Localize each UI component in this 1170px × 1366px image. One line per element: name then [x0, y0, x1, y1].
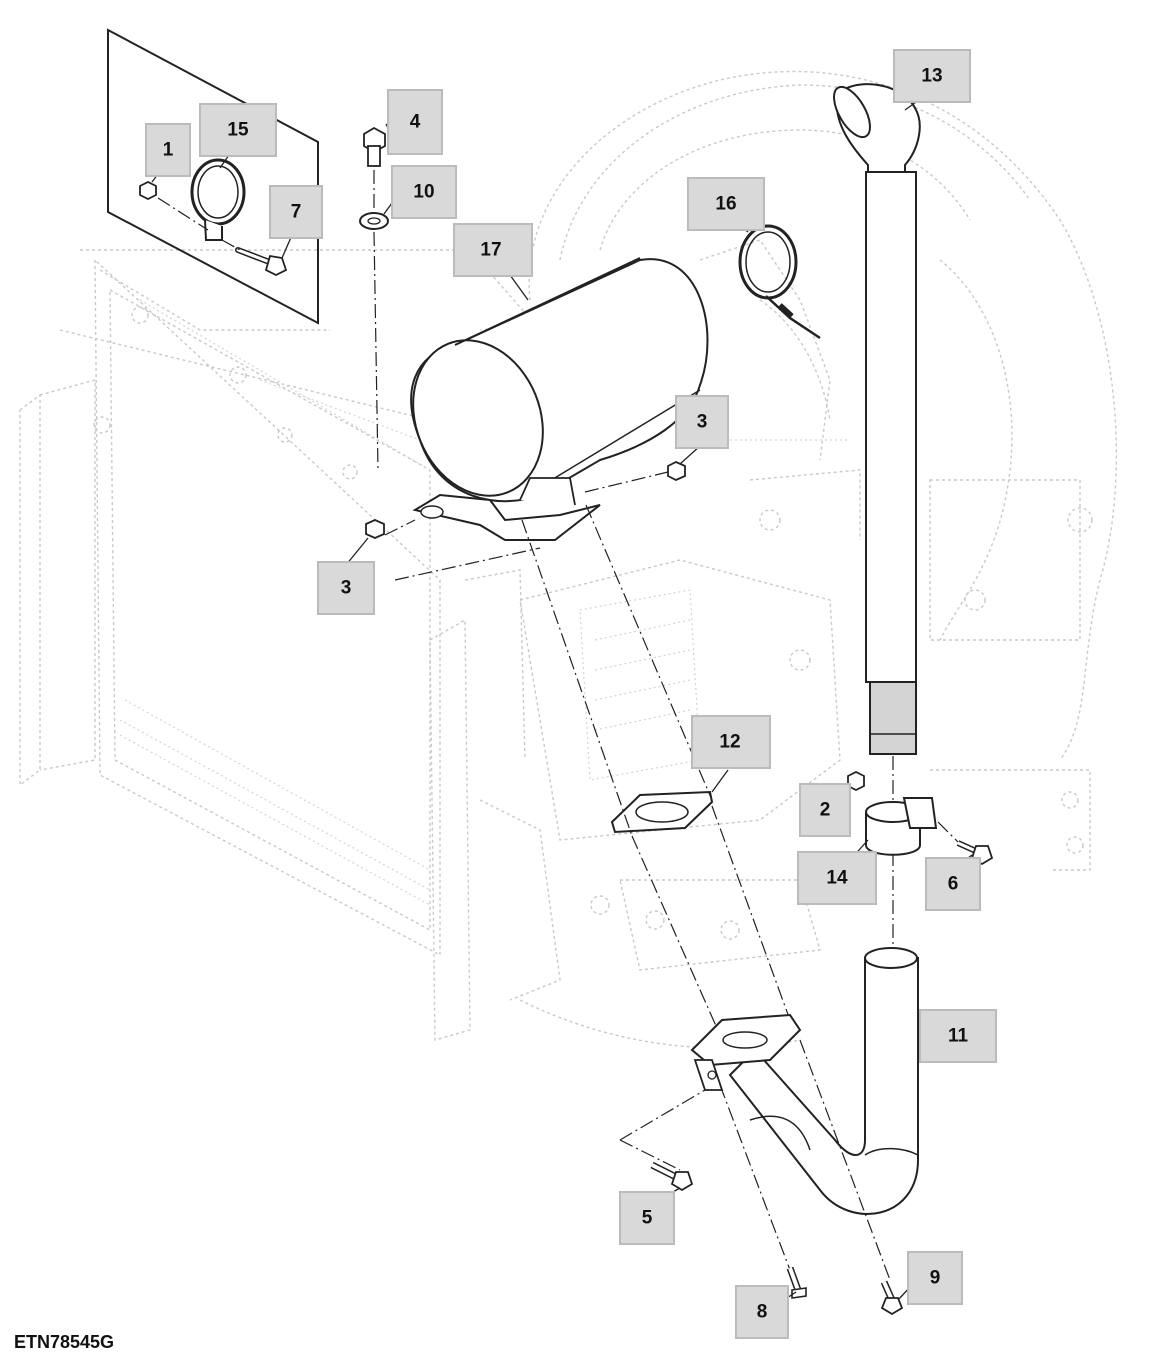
callout-8-label: 8 — [757, 1302, 768, 1323]
callout-17: 17 — [453, 223, 533, 277]
callout-11: 11 — [919, 1009, 997, 1063]
callout-3-left-label: 3 — [341, 578, 352, 599]
muffler-17-shape — [410, 257, 709, 541]
callout-13: 13 — [893, 49, 971, 103]
stack-pipe-13-shape — [833, 83, 931, 948]
callout-9: 9 — [907, 1251, 963, 1305]
callout-15-label: 15 — [227, 120, 249, 141]
callout-16-label: 16 — [715, 194, 736, 215]
callout-4: 4 — [387, 89, 443, 155]
callout-6: 6 — [925, 857, 981, 911]
inset-detail-box — [107, 28, 319, 325]
bolt-4-washer-10 — [359, 123, 401, 471]
nut-1-shape — [139, 180, 157, 201]
clamp-14-assembly — [829, 770, 994, 871]
callout-14-label: 14 — [826, 868, 848, 889]
callout-4-label: 4 — [410, 112, 421, 133]
clamp-16-shape — [723, 211, 821, 340]
callout-7: 7 — [269, 185, 323, 239]
callout-2-label: 2 — [820, 800, 831, 821]
callout-13-label: 13 — [921, 66, 942, 87]
callout-12-label: 12 — [719, 732, 740, 753]
callout-10: 10 — [391, 165, 457, 219]
callout-8: 8 — [735, 1285, 789, 1339]
callout-7-label: 7 — [291, 202, 302, 223]
callout-15: 15 — [199, 103, 277, 157]
bolts-5-8-9 — [650, 1161, 913, 1316]
callout-12: 12 — [691, 715, 771, 769]
clamp-15-shape — [190, 158, 246, 226]
callout-5: 5 — [619, 1191, 675, 1245]
callout-3-right: 3 — [675, 395, 729, 449]
callout-3-right-label: 3 — [697, 412, 708, 433]
callout-2: 2 — [799, 783, 851, 837]
callout-6-label: 6 — [948, 874, 959, 895]
callout-9-label: 9 — [930, 1268, 941, 1289]
callout-14: 14 — [797, 851, 877, 905]
callout-1-label: 1 — [163, 140, 174, 161]
callout-5-label: 5 — [642, 1208, 653, 1229]
callout-1: 1 — [145, 123, 191, 177]
figure-code: ETN78545G — [14, 1332, 115, 1352]
callout-11-label: 11 — [948, 1026, 969, 1047]
callout-3-left: 3 — [317, 561, 375, 615]
gasket-12-shape — [521, 504, 791, 1036]
callout-10-label: 10 — [413, 182, 434, 203]
callout-17-label: 17 — [480, 240, 501, 261]
nuts-3 — [345, 445, 701, 581]
callout-16: 16 — [687, 177, 765, 231]
